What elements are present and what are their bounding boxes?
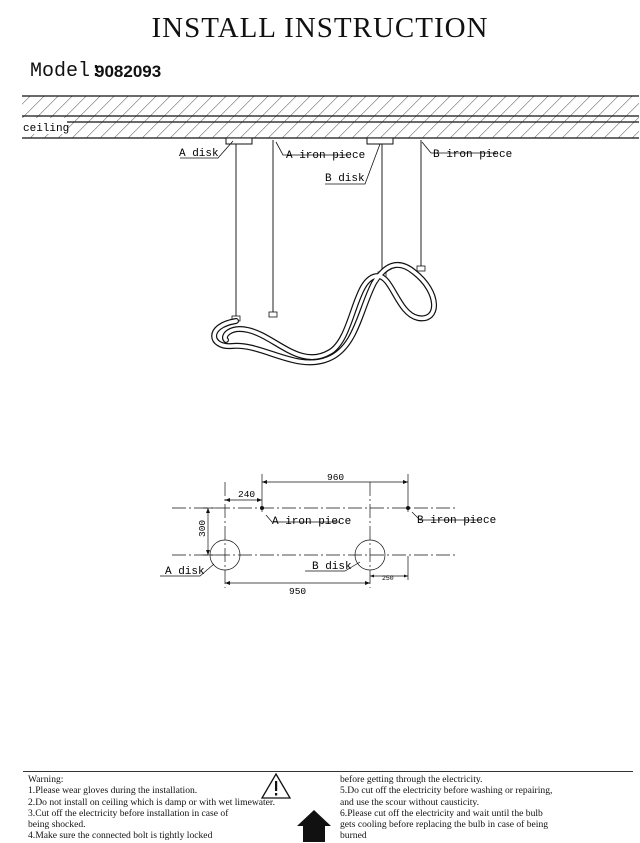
warning-line: 2.Do not install on ceiling which is dam… bbox=[28, 796, 275, 808]
ceiling-hatch bbox=[22, 95, 639, 139]
dim-250: 250 bbox=[382, 575, 394, 582]
plan-b-iron-piece-label: B iron piece bbox=[417, 515, 496, 527]
warning-triangle-icon bbox=[260, 772, 292, 799]
dimension-diagram: 960 240 300 950 250 A iron piece B iron … bbox=[160, 472, 496, 597]
warning-heading: Warning: bbox=[28, 774, 64, 785]
plan-a-disk-label: A disk bbox=[165, 566, 205, 578]
b-disk-shape bbox=[366, 137, 394, 145]
b-disk-label: B disk bbox=[325, 173, 365, 185]
warning-right-column: before getting through the electricity. … bbox=[340, 774, 552, 842]
b-disk-circle bbox=[354, 539, 386, 571]
a-disk-label: A disk bbox=[179, 148, 219, 160]
model-label: Model: bbox=[30, 60, 103, 83]
plan-b-disk-label: B disk bbox=[312, 561, 352, 573]
warning-line: 5.Do cut off the electricity before wash… bbox=[340, 785, 553, 797]
plan-a-iron-piece-label: A iron piece bbox=[272, 516, 351, 528]
dim-300: 300 bbox=[197, 520, 208, 537]
warning-line: 1.Please wear gloves during the installa… bbox=[28, 785, 198, 797]
page-title: INSTALL INSTRUCTION bbox=[151, 12, 489, 44]
wave-lamp-body bbox=[211, 262, 437, 366]
dim-960: 960 bbox=[327, 472, 344, 483]
a-disk-circle bbox=[209, 539, 241, 571]
home-icon bbox=[297, 810, 331, 842]
a-disk-shape bbox=[225, 137, 253, 145]
warning-line: 6.Please cut off the electricity and wai… bbox=[340, 807, 543, 819]
warning-line: and use the scour without causticity. bbox=[340, 796, 479, 808]
warning-left-column: Warning: 1.Please wear gloves during the… bbox=[28, 774, 275, 842]
warning-line: before getting through the electricity. bbox=[340, 774, 483, 785]
ceiling-label: ceiling bbox=[23, 123, 69, 135]
b-iron-piece-label: B iron piece bbox=[433, 149, 512, 161]
model-number: 9082093 bbox=[95, 62, 162, 81]
warning-line: being shocked. bbox=[28, 819, 86, 831]
dim-950: 950 bbox=[289, 586, 306, 597]
a-iron-piece-label: A iron piece bbox=[286, 150, 365, 162]
warning-divider bbox=[23, 771, 633, 772]
warning-line: burned bbox=[340, 830, 367, 842]
dim-240: 240 bbox=[238, 489, 255, 500]
warning-line: gets cooling before replacing the bulb i… bbox=[340, 819, 549, 831]
warning-line: 4.Make sure the connected bolt is tightl… bbox=[28, 830, 213, 842]
installation-diagram: ceiling A disk A iron piece B disk B iro… bbox=[21, 95, 639, 366]
warning-line: 3.Cut off the electricity before install… bbox=[28, 807, 229, 819]
